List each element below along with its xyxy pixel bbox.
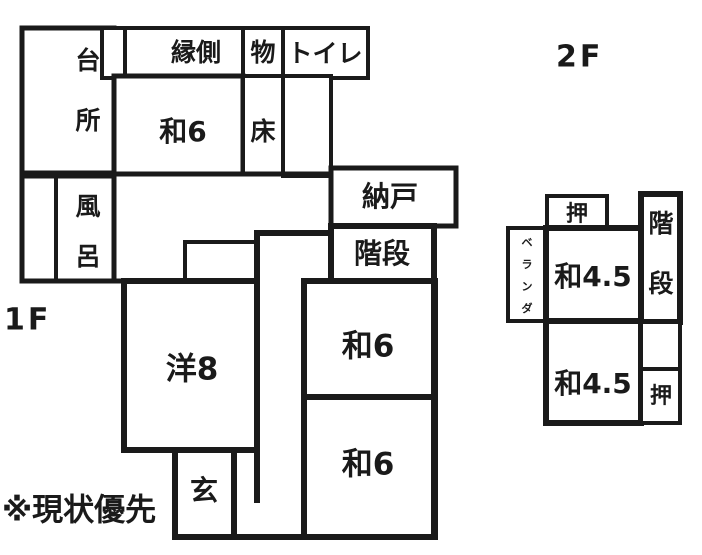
- room-outlines-top: [19, 25, 370, 176]
- room-outline-kitchen: [19, 25, 117, 176]
- room-label-stairs: 階段: [354, 237, 410, 270]
- floor-2-plan: 2F ベ ラ ン ダ 押 和4.5 和4.5 階 段 押: [506, 40, 683, 426]
- room-label-toilet: トイレ: [287, 39, 362, 68]
- room-label-veranda-char-3: ダ: [522, 301, 533, 315]
- room-label-kitchen-char-0: 台: [75, 46, 100, 75]
- room-label-bath-char-1: 呂: [75, 242, 100, 271]
- room-label-closet-top: 押: [566, 201, 588, 227]
- room-label-tokonoma: 床: [250, 117, 275, 146]
- room-outline-notch: [183, 240, 259, 282]
- room-label-washitsu-6c: 和6: [342, 447, 395, 483]
- room-label-washitsu-6a: 和6: [159, 115, 206, 148]
- floor-1-plan: 台 所 風 呂 縁側 物 トイレ 和6 床 納戸 階段 洋8 和6 和6: [4, 25, 459, 540]
- room-label-closet-bottom: 押: [650, 383, 672, 409]
- room-outline-yoshitsu-8: [121, 278, 260, 453]
- room-label-genkan: 玄: [190, 474, 218, 507]
- room-label-washitsu-6b: 和6: [342, 329, 395, 365]
- room-outline-stairs-2f: [638, 191, 683, 325]
- room-label-veranda-char-1: ラ: [522, 258, 533, 271]
- room-label-storage: 物: [250, 38, 275, 67]
- room-outline-corridor: [281, 74, 333, 178]
- room-outline-landing-2f: [639, 320, 682, 371]
- room-label-stairs-2f-char-0: 階: [648, 209, 673, 238]
- plan-note: ※現状優先: [2, 493, 156, 529]
- room-label-kitchen-char-1: 所: [75, 106, 100, 135]
- room-label-bath-char-0: 風: [75, 192, 100, 221]
- room-label-engawa: 縁側: [171, 38, 221, 67]
- floor-label-1f: 1F: [4, 303, 51, 338]
- floor-2-labels: 2F ベ ラ ン ダ 押 和4.5 和4.5 階 段 押: [522, 40, 674, 410]
- floor-1-labels: 台 所 風 呂 縁側 物 トイレ 和6 床 納戸 階段 洋8 和6 和6: [4, 38, 418, 507]
- room-label-veranda-char-0: ベ: [522, 236, 533, 249]
- floor-label-2f: 2F: [556, 40, 603, 75]
- room-outlines-second: [111, 73, 333, 178]
- room-outline-genkan: [172, 447, 237, 540]
- room-outline-washitsu-45b: [543, 318, 644, 426]
- room-outline-closet-bottom: [639, 367, 682, 425]
- room-label-stairs-2f-char-1: 段: [648, 269, 673, 298]
- room-label-yoshitsu-8: 洋8: [166, 352, 219, 388]
- room-label-nando: 納戸: [362, 180, 418, 213]
- room-outline-washitsu-6c: [301, 394, 438, 540]
- room-label-washitsu-45b: 和4.5: [554, 367, 632, 400]
- room-label-washitsu-45a: 和4.5: [554, 260, 632, 293]
- room-label-veranda-char-2: ン: [522, 280, 533, 293]
- room-outline-tokonoma: [241, 74, 285, 176]
- room-outline-nando: [328, 165, 459, 229]
